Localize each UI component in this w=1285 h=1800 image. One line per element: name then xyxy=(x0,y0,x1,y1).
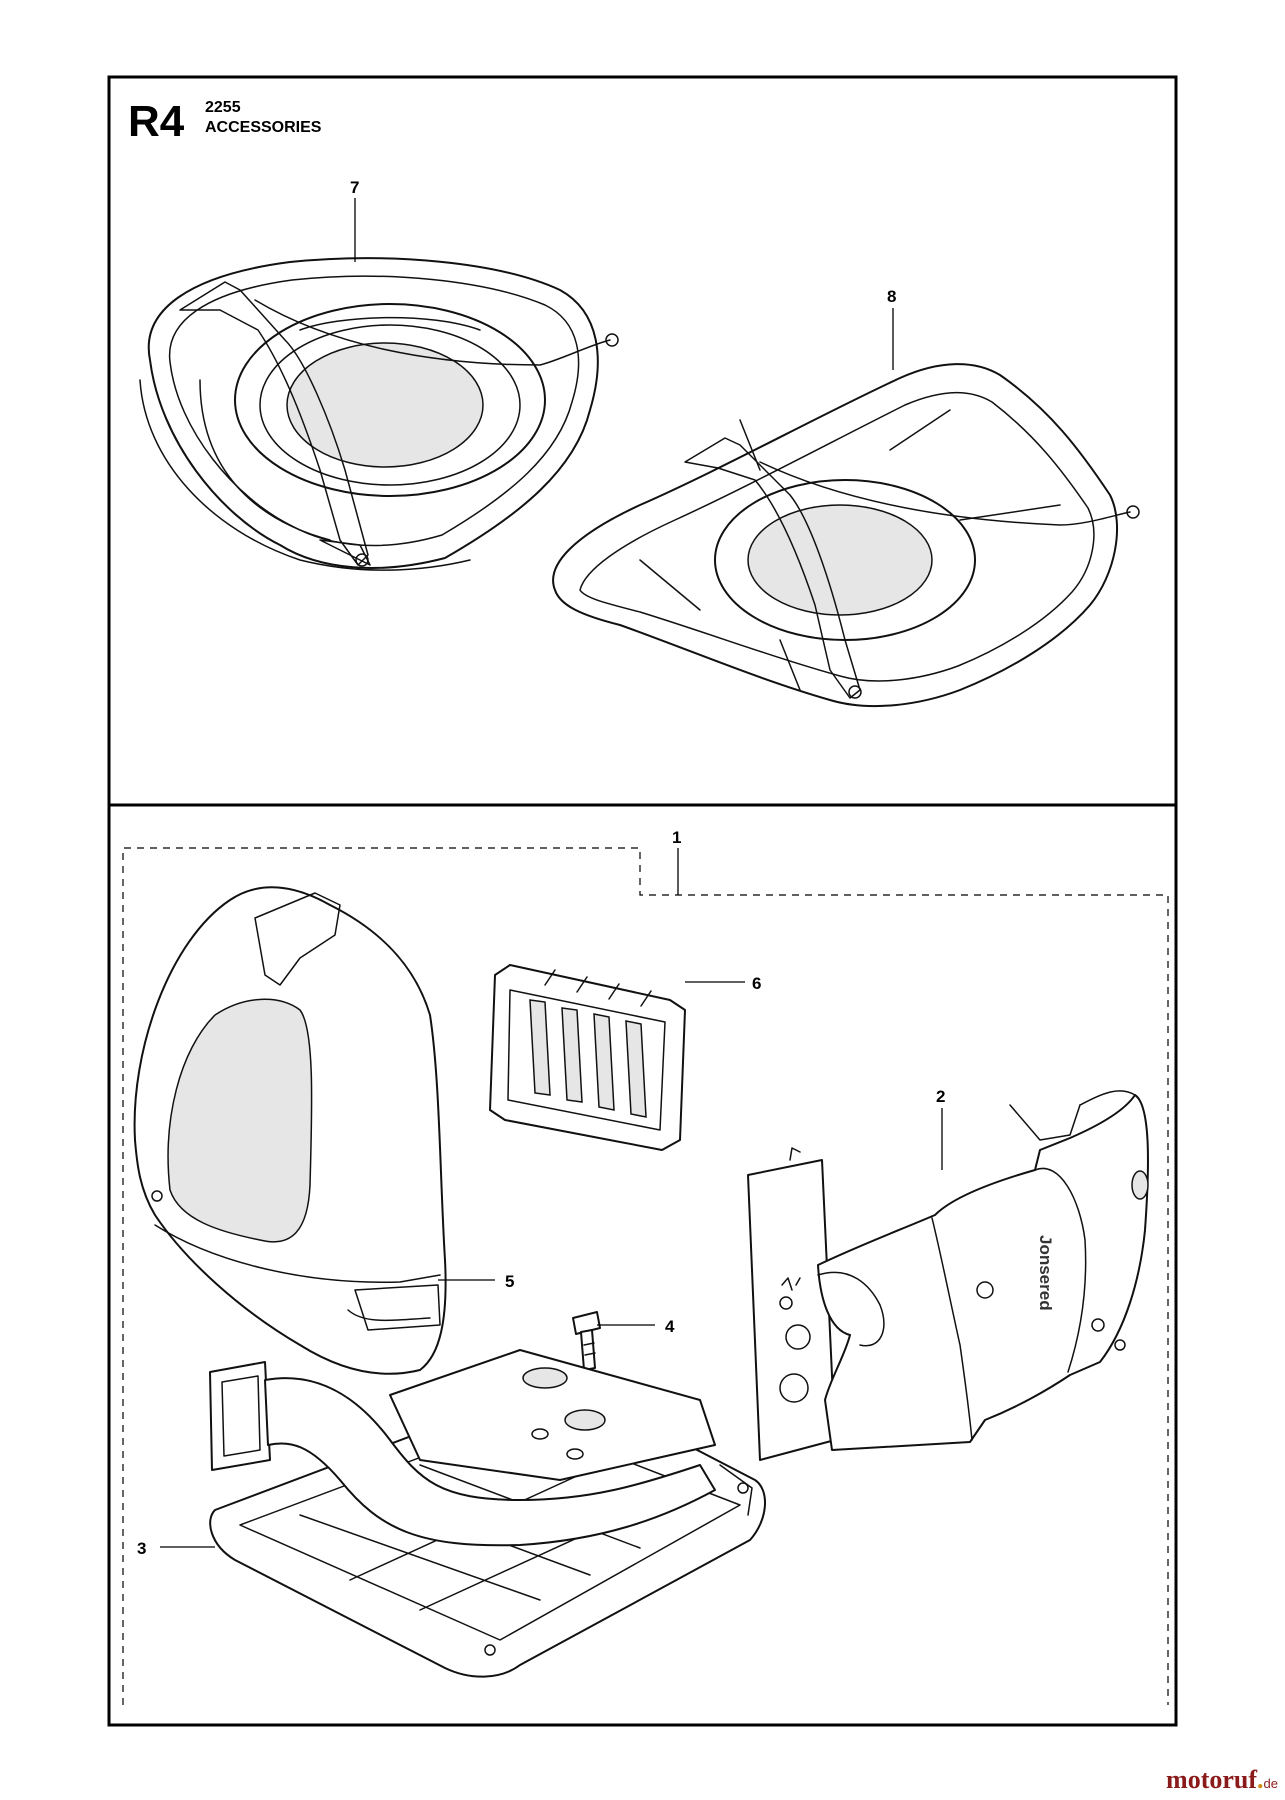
section-title: ACCESSORIES xyxy=(205,119,322,136)
callout-1: 1 xyxy=(672,828,681,847)
part-3-filter-base xyxy=(209,1349,767,1678)
callout-6: 6 xyxy=(752,974,761,993)
part-8-triangular-deflector xyxy=(552,363,1140,708)
callout-7: 7 xyxy=(350,178,359,197)
watermark-text: motoruf.de xyxy=(1166,1765,1278,1794)
kit-1-boundary xyxy=(122,847,1169,1705)
diagram-frame xyxy=(107,75,1178,1727)
diagram-header: R4 2255 ACCESSORIES xyxy=(128,97,322,146)
part-7-round-deflector xyxy=(139,257,619,571)
part-4-screw xyxy=(572,1311,601,1371)
callout-3: 3 xyxy=(137,1539,146,1558)
callout-8: 8 xyxy=(887,287,896,306)
part-6-filter-element xyxy=(489,964,686,1151)
model-number: 2255 xyxy=(205,99,241,116)
callout-4: 4 xyxy=(665,1317,675,1336)
part-2-engine-cover: Jonsered xyxy=(747,1090,1149,1461)
cover-brand-logo: Jonsered xyxy=(1036,1235,1055,1311)
part-5-filter-cover xyxy=(133,886,447,1375)
callout-2: 2 xyxy=(936,1087,945,1106)
page-code: R4 xyxy=(128,97,185,146)
callout-5: 5 xyxy=(505,1272,514,1291)
watermark-logo: motoruf.de xyxy=(1166,1765,1278,1794)
